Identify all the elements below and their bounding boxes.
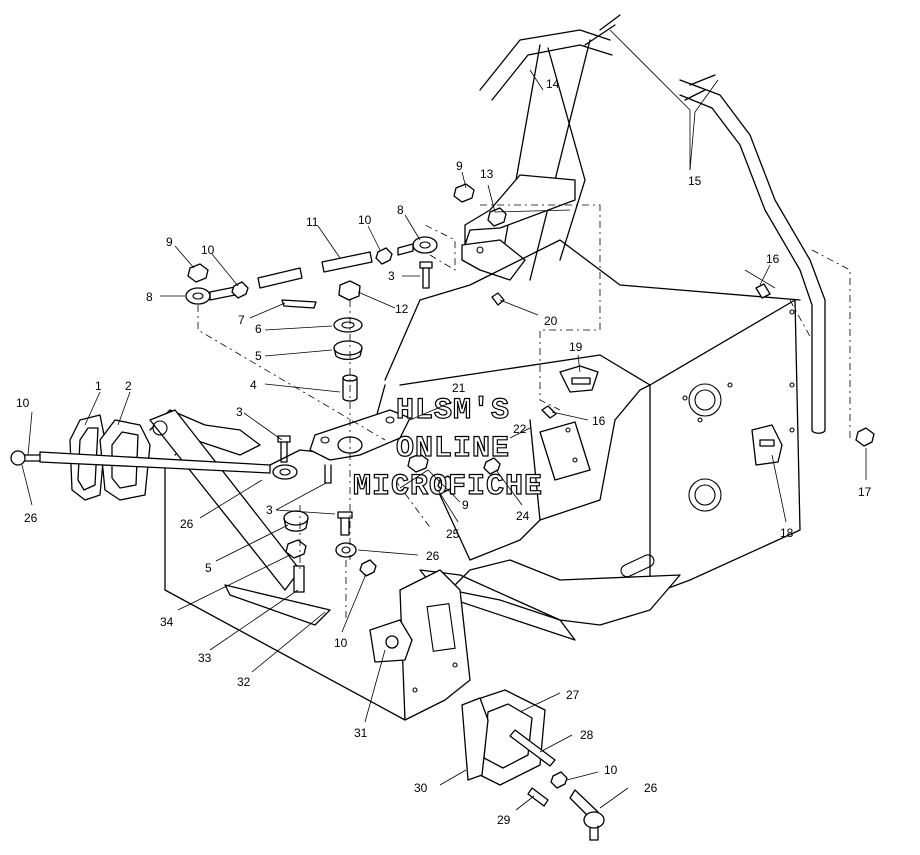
- callout-27: 27: [566, 688, 580, 702]
- stud-33: [293, 565, 305, 593]
- hex-nut-9-top: [453, 183, 475, 203]
- washer-6: [333, 317, 363, 333]
- steering-column-tube: [479, 14, 621, 281]
- callout-5-lower: 5: [205, 561, 212, 575]
- callout-19: 19: [569, 340, 583, 354]
- callout-5-upper: 5: [255, 349, 262, 363]
- callout-32: 32: [237, 675, 251, 689]
- callout-14: 14: [546, 77, 560, 91]
- cotter-pin-7: [281, 299, 317, 309]
- lower-right-bracket: [399, 569, 471, 721]
- hex-nut-9-upper-left: [187, 263, 209, 283]
- callout-29: 29: [497, 813, 511, 827]
- nut-10-lower-right: [550, 771, 568, 789]
- upper-linkage: [185, 236, 438, 305]
- nut-25: [437, 475, 455, 493]
- callout-10-center: 10: [334, 636, 348, 650]
- bolt-3-lower: [337, 511, 353, 536]
- bracket-22: [539, 421, 591, 481]
- hex-nut-10-upper-right: [375, 247, 393, 265]
- callout-9-center: 9: [462, 498, 469, 512]
- watermark-line-3: MICROFICHE: [353, 470, 543, 504]
- hex-nut-10-upper-left: [231, 281, 249, 299]
- leader-lines: [21, 29, 867, 811]
- callout-34: 34: [160, 615, 174, 629]
- callout-9-left: 9: [166, 235, 173, 249]
- callout-3-lower: 3: [266, 503, 273, 517]
- callout-2: 2: [125, 379, 132, 393]
- nut-9-center: [407, 453, 429, 473]
- handlebar-tube-right: [679, 74, 826, 434]
- callout-26-mid-left: 26: [180, 517, 194, 531]
- grease-fitting-16-mid: [541, 405, 557, 419]
- watermark-line-2: ONLINE: [396, 432, 510, 466]
- callout-24: 24: [516, 509, 530, 523]
- callout-11: 11: [306, 215, 319, 229]
- callout-17: 17: [858, 485, 872, 499]
- bushing-5-upper: [333, 340, 363, 361]
- callout-10-lower-right: 10: [604, 763, 618, 777]
- tie-rod-right: [509, 729, 605, 841]
- dust-boot-right-30: [461, 697, 489, 781]
- callout-3-left: 3: [236, 405, 243, 419]
- callout-1: 1: [95, 379, 102, 393]
- bolt-3-mid-left: [277, 435, 291, 463]
- grease-fitting-20: [491, 292, 505, 306]
- bolt-3-mid: [324, 464, 332, 484]
- callout-21: 21: [452, 381, 466, 395]
- hex-nut-13: [487, 207, 507, 227]
- watermark: HLSM'S ONLINE MICROFICHE: [352, 393, 543, 504]
- callout-16-mid: 16: [592, 414, 606, 428]
- phantom-lines: [197, 204, 851, 620]
- watermark-line-1: HLSM'S: [396, 394, 510, 428]
- callout-7: 7: [238, 313, 245, 327]
- bolt-18: [751, 424, 783, 466]
- callout-10-upper-left: 10: [201, 243, 215, 257]
- callout-9-top: 9: [456, 159, 463, 173]
- grease-fitting-16-top: [755, 283, 771, 299]
- washer-34: [285, 539, 307, 559]
- bolt-31: [369, 619, 413, 663]
- callout-4: 4: [250, 378, 257, 392]
- callout-labels: 1 2 10 26 3 4 5 6 7 8 9 10 11 10 8 3 12 …: [16, 77, 872, 827]
- callout-26-lower-right: 26: [644, 781, 658, 795]
- callout-30: 30: [414, 781, 428, 795]
- callout-26-left: 26: [24, 511, 38, 525]
- callout-10-left: 10: [16, 396, 30, 410]
- callout-31: 31: [354, 726, 368, 740]
- callout-6: 6: [255, 322, 262, 336]
- callout-8-left: 8: [146, 290, 153, 304]
- callout-12: 12: [395, 302, 409, 316]
- callout-18: 18: [780, 526, 794, 540]
- grease-fitting-29: [527, 787, 549, 807]
- callout-13: 13: [480, 167, 494, 181]
- bolt-3-upper: [419, 261, 433, 289]
- bolt-19-bracket: [559, 365, 599, 393]
- pitman-arm-21: [309, 409, 411, 461]
- callout-33: 33: [198, 651, 212, 665]
- callout-25: 25: [446, 527, 460, 541]
- upper-mount-plate: [461, 174, 576, 281]
- callout-8-right: 8: [397, 203, 404, 217]
- callout-22: 22: [513, 422, 527, 436]
- callout-15: 15: [688, 174, 702, 188]
- callout-20: 20: [544, 314, 558, 328]
- callout-10-upper-right: 10: [358, 213, 372, 227]
- bushing-5-lower: [283, 510, 309, 532]
- nut-12: [338, 280, 361, 301]
- callout-26-center: 26: [426, 549, 440, 563]
- callout-3-upper: 3: [388, 269, 395, 283]
- nut-17: [855, 427, 875, 447]
- rod-end-26-center: [335, 542, 377, 577]
- tie-rod-left: [10, 450, 298, 480]
- callout-16-top: 16: [766, 252, 780, 266]
- callout-28: 28: [580, 728, 594, 742]
